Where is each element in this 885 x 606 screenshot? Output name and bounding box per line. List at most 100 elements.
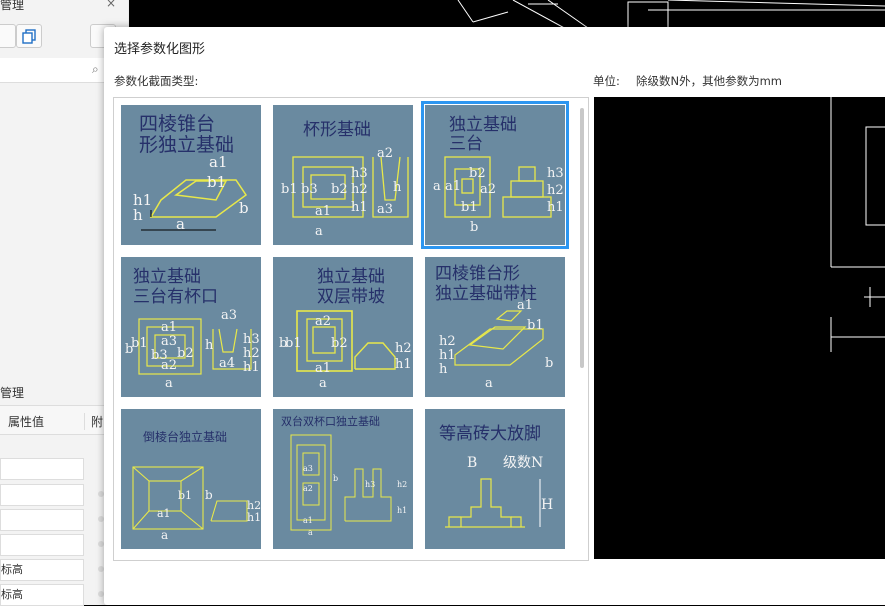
tile-title: 等高砖大放脚 [439,424,541,444]
dimension-label: b [333,474,338,483]
dimension-label: b2 [331,182,348,197]
shape-tile-pyramid-with-column[interactable]: 四棱锥台形 独立基础带柱 a1 b1 h2 h1 h b a [425,257,565,397]
dimension-label: h2 [247,499,261,512]
dimension-label: b1 [207,173,226,191]
dimension-label: a2 [377,146,393,161]
shape-tile-inverted-frustum[interactable]: 倒棱台独立基础 b1 a1 a b h2 h1 [121,409,261,549]
tile-title: 四棱锥台形 [435,264,520,284]
section-type-label: 参数化截面类型: [114,74,199,88]
property-row[interactable]: 标高 [0,584,84,606]
dimension-label: b3 [151,348,168,363]
dimension-label: a3 [303,464,313,473]
unit-label: 单位: [593,74,620,88]
shape-diagram: 等高砖大放脚 B 级数N H [439,424,553,528]
dimension-label: h [205,338,214,353]
shape-tile-pyramid-frustum[interactable]: 四棱锥台 形独立基础 a1 b1 h1 h b a [121,105,261,245]
dimension-label: b2 [177,346,194,361]
tile-title: 独立基础 [133,267,201,287]
dimension-label: b [239,199,249,217]
dimension-label: a4 [219,356,235,371]
dimension-label: a [315,224,323,239]
dimension-label: a1 [209,153,228,171]
row-indicator [98,566,104,572]
preview-canvas [830,97,885,352]
dimension-label: a2 [303,484,313,493]
dimension-label: a [319,376,327,391]
dimension-label: h2 [395,341,412,356]
property-row[interactable] [0,484,84,506]
dimension-label: b3 [301,182,318,197]
shape-tile-brick-footing[interactable]: 等高砖大放脚 B 级数N H [425,409,565,549]
parametric-shape-dialog: 选择参数化图形 参数化截面类型: 单位: 除级数N外，其他参数为mm 四棱锥台 … [104,27,885,605]
tile-title: 形独立基础 [139,134,234,156]
search-icon[interactable]: ⌕ [92,62,99,76]
dimension-label: h1 [395,357,412,372]
dimension-label: h [133,206,143,224]
dimension-label: a1 [445,179,461,194]
tile-title: 杯形基础 [303,120,371,140]
dimension-label: a3 [161,334,177,349]
dimension-label: a [176,215,185,233]
shape-diagram: 杯形基础 a2 h3 b3 b1 b2 h2 h1 a3 a1 a h [281,120,409,239]
side-panel-title: 管理 [0,0,25,12]
dimension-label: b2 [469,166,486,181]
tile-title: 双台双杯口独立基础 [281,414,380,428]
dimension-label: h2 [547,183,564,198]
dimension-label: b1 [178,489,192,502]
dimension-label: h2 [397,480,407,489]
dimension-label: a2 [161,358,177,373]
dimension-label: h1 [247,511,261,524]
dimension-label: a [161,528,168,542]
tile-title: 双层带坡 [317,287,385,307]
property-row[interactable] [0,458,84,480]
shape-tile-double-cup[interactable]: 双台双杯口独立基础 a3 a2 a1 a b h3 h2 h1 [273,409,413,549]
dimension-label: a3 [377,202,393,217]
dimension-label: a [165,376,173,391]
shape-tile-three-step-cup[interactable]: 独立基础 三台有杯口 a1 a3 b3 b1 b2 a2 a b a3 h a4… [121,257,261,397]
toolbar-button[interactable] [0,24,16,48]
tile-title: 独立基础 [449,115,517,135]
shape-tile-double-slope[interactable]: 独立基础 双层带坡 a2 b1 b2 a1 a b h2 h1 [273,257,413,397]
tile-title: 独立基础带柱 [435,284,537,304]
dimension-label: a1 [517,298,533,313]
close-icon[interactable]: × [106,0,117,10]
dimension-label: b2 [331,336,348,351]
dimension-label: b1 [527,318,544,333]
tile-title: 独立基础 [317,267,385,287]
dimension-label: b [125,342,133,357]
shape-tile-three-step-foundation[interactable]: 独立基础 三台 b2 a a1 a2 b1 b h3 h2 h1 [421,101,569,249]
dimension-label: h2 [243,346,260,361]
shape-diagram: 倒棱台独立基础 b1 a1 a b h2 h1 [132,429,261,542]
shape-diagram: 独立基础 双层带坡 a2 b1 b2 a1 a b h2 h1 [279,267,412,391]
search-input[interactable] [0,58,108,83]
row-indicator [98,491,104,497]
dimension-label: b1 [285,336,302,351]
dimension-label: h2 [351,182,368,197]
shape-diagram: 独立基础 三台有杯口 a1 a3 b3 b1 b2 a2 a b a3 h a4… [125,267,260,391]
unit-text: 除级数N外，其他参数为mm [636,74,783,88]
dimension-label: b1 [461,200,478,215]
dimension-label: h3 [365,480,375,489]
dialog-title: 选择参数化图形 [114,42,206,57]
dimension-label: a [433,179,441,194]
dimension-label: a1 [315,361,331,376]
properties-title: 管理 [0,386,25,400]
dimension-label: a [485,376,493,391]
side-panel-title-bar [0,0,128,16]
dimension-label: h3 [351,166,368,181]
shape-tile-cup-foundation[interactable]: 杯形基础 a2 h3 b3 b1 b2 h2 h1 a3 a1 a h [273,105,413,245]
scrollbar[interactable] [580,108,584,368]
property-row[interactable] [0,534,84,556]
dimension-label: a2 [315,314,331,329]
dimension-label: h2 [439,334,456,349]
tile-title: 三台有杯口 [133,287,218,307]
col-header-value: 属性值 [8,415,45,429]
copy-button[interactable] [16,24,42,48]
shape-diagram: 双台双杯口独立基础 a3 a2 a1 a b h3 h2 h1 [281,414,407,537]
property-row[interactable] [0,509,84,531]
dimension-label: b [205,488,213,502]
dimension-label: h1 [243,360,260,375]
property-row[interactable]: 标高 [0,559,84,581]
dimension-label: h3 [547,166,564,181]
row-indicator [98,591,104,597]
